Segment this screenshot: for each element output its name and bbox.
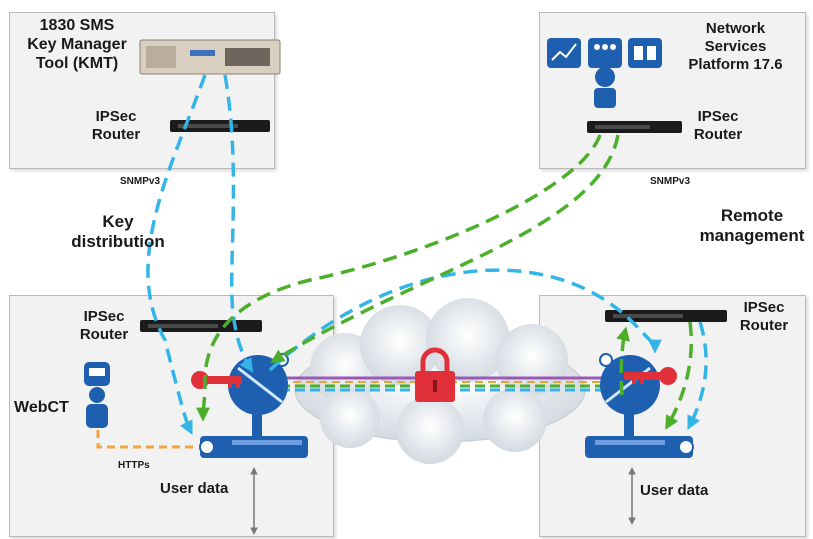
person-icon — [84, 362, 110, 428]
kmt-title: 1830 SMS Key Manager Tool (KMT) — [27, 17, 127, 73]
left-router-label: IPSec Router — [79, 308, 129, 343]
lock-icon — [415, 347, 455, 402]
chart-icon — [547, 38, 581, 68]
nsp-title: Network Services Platform 17.6 — [688, 20, 783, 73]
server-icon — [139, 39, 281, 75]
server-icon — [628, 38, 662, 68]
key-flow-lines — [146, 74, 708, 436]
nsp-router-label: IPSec Router — [693, 108, 743, 143]
router-icon — [140, 320, 262, 332]
kmt-protocol-label: SNMPv3 — [120, 176, 161, 187]
encryptor-icon — [585, 353, 694, 458]
right-user-data-label: User data — [640, 482, 709, 499]
encryptor-icon — [199, 353, 308, 458]
key-distribution-label: Key distribution — [71, 212, 165, 252]
left-user-data-label: User data — [160, 480, 229, 497]
router-icon — [605, 310, 727, 322]
webct-label: WebCT — [14, 399, 69, 416]
nsp-protocol-label: SNMPv3 — [650, 176, 691, 187]
nsp-box — [539, 12, 806, 169]
left-site-box — [9, 295, 334, 537]
https-flow-line — [96, 430, 195, 449]
mgmt-flow-lines — [196, 134, 694, 430]
router-icon — [170, 120, 270, 132]
kmt-router-label: IPSec Router — [91, 108, 141, 143]
remote-management-label: Remote management — [699, 206, 805, 246]
router-icon — [587, 121, 682, 133]
person-icon — [588, 38, 622, 108]
key-icon — [624, 367, 677, 385]
https-label: HTTPs — [118, 460, 150, 471]
right-router-label: IPSec Router — [739, 299, 789, 334]
